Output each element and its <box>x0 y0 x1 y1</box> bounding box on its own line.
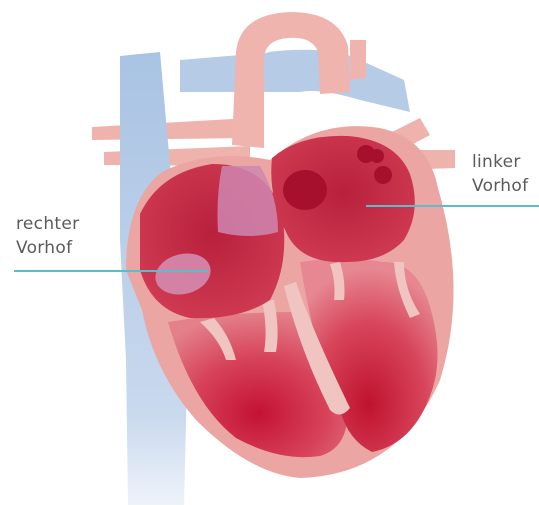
label-right-atrium: rechter Vorhof <box>16 212 79 260</box>
label-right-atrium-line1: rechter <box>16 212 79 236</box>
label-left-atrium: linker Vorhof <box>472 150 528 198</box>
pulmonary-vein-opening-3 <box>374 166 392 184</box>
pulmonary-vein-opening-1 <box>283 170 327 210</box>
pulmonary-veins <box>180 50 410 112</box>
label-right-atrium-line2: Vorhof <box>16 236 79 260</box>
aorta-branch <box>350 40 366 80</box>
label-left-atrium-line2: Vorhof <box>472 174 528 198</box>
label-left-atrium-line1: linker <box>472 150 528 174</box>
pulmonary-vein-opening-4 <box>370 149 384 163</box>
